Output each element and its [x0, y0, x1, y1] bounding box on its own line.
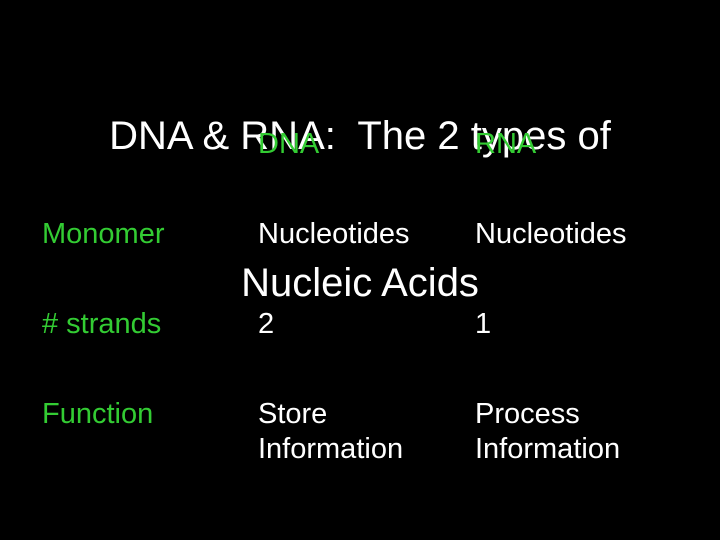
cell-strands-dna: 2 [258, 308, 275, 340]
column-header-dna: DNA [258, 128, 320, 160]
cell-monomer-rna: Nucleotides [475, 218, 627, 250]
cell-strands-rna: 1 [475, 308, 492, 340]
row-label-function: Function [42, 398, 154, 430]
row-label-strands: # strands [42, 308, 162, 340]
cell-function-rna: Process Information [475, 398, 621, 465]
slide-title-line2: Nucleic Acids [241, 261, 479, 305]
comparison-table: DNA RNA Monomer Nucleotides Nucleotides … [42, 127, 678, 487]
cell-monomer-dna: Nucleotides [258, 218, 410, 250]
column-header-rna: RNA [475, 128, 537, 160]
table-corner-cell [42, 127, 258, 217]
cell-function-dna: Store Information [258, 398, 404, 465]
row-label-monomer: Monomer [42, 218, 165, 250]
slide-title: DNA & RNA: The 2 types of Nucleic Acids [0, 14, 720, 406]
slide-title-line1: DNA & RNA: The 2 types of [109, 114, 611, 158]
